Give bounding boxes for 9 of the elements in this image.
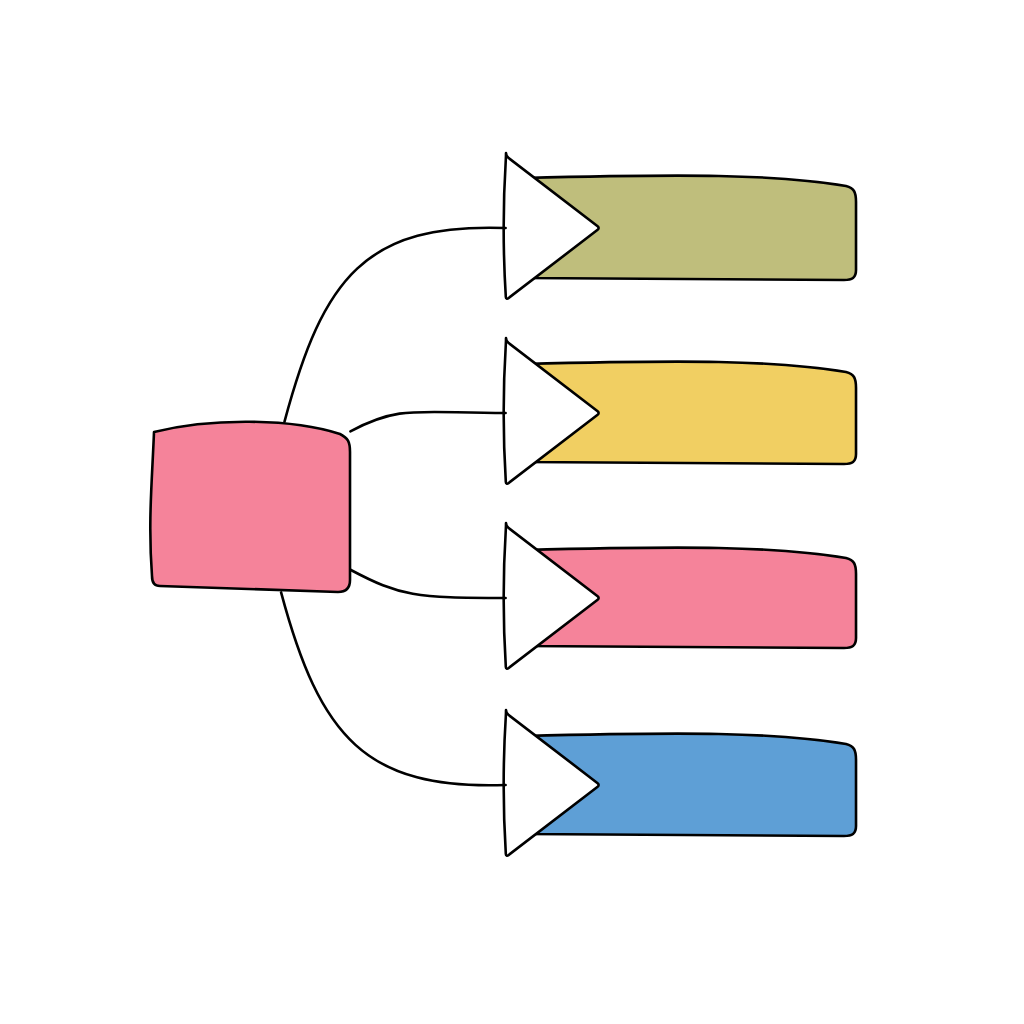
connector-line (283, 226, 507, 423)
bar (502, 336, 858, 485)
connector-line (279, 591, 507, 787)
connector-line (349, 410, 507, 433)
bar (502, 521, 858, 670)
connector-line (349, 568, 507, 600)
bar (502, 151, 858, 300)
bar (502, 708, 858, 857)
square-block (149, 420, 352, 594)
